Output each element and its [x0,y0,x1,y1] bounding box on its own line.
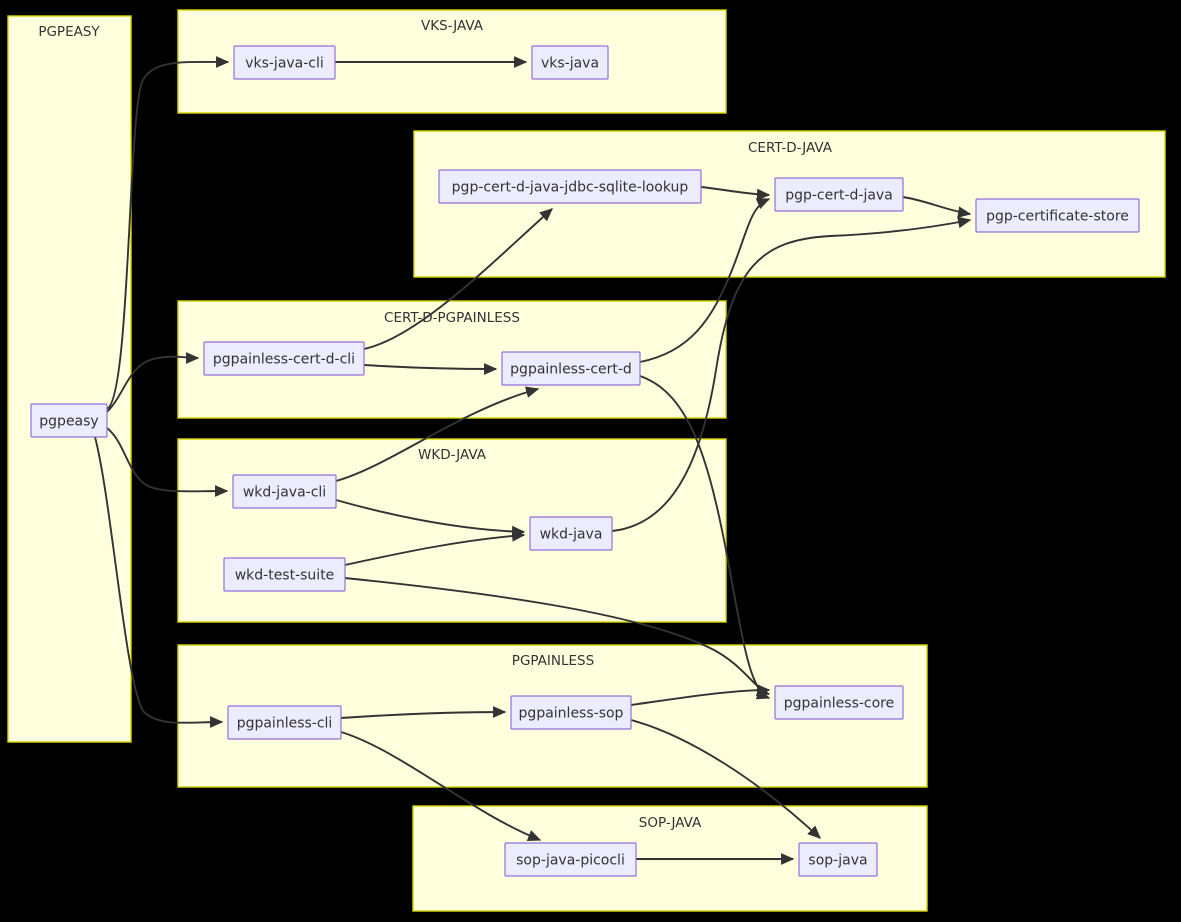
edge-pgpainless_cli-to-sop_java_picocli [340,731,542,841]
cluster-label: CERT-D-JAVA [748,140,833,156]
node-box[interactable] [798,842,878,877]
edge-pgpainless_sop-to-pgpainless_core [630,684,771,706]
node-label: pgpainless-cert-d-cli [213,352,355,368]
node-label: pgp-certificate-store [986,209,1129,225]
node-pgpainless_core[interactable]: pgpainless-core [774,685,904,720]
edge-wkd_java-to-pgp_certificate_store [611,216,972,532]
node-box[interactable] [233,45,336,80]
edge-pgpeasy-to-vks_java_cli [106,56,230,410]
node-box[interactable] [227,705,342,740]
node-pgp_cert_d_java[interactable]: pgp-cert-d-java [774,177,904,212]
cluster-label: VKS-JAVA [421,18,484,34]
node-sop_java_picocli[interactable]: sop-java-picocli [504,842,637,877]
node-box[interactable] [774,685,904,720]
node-vks_java_cli[interactable]: vks-java-cli [233,45,336,80]
cluster-box [7,15,132,743]
node-pgpainless_sop[interactable]: pgpainless-sop [510,695,632,730]
edge-pgpeasy-to-pgpainless_cli [94,436,224,728]
node-label: vks-java-cli [245,56,324,72]
node-sop_java[interactable]: sop-java [798,842,878,877]
node-wkd_java_cli[interactable]: wkd-java-cli [232,474,337,509]
node-box[interactable] [232,474,337,509]
edge-pgpainless_cert_d-to-pgpainless_core [639,375,771,700]
node-pgp_certificate_store[interactable]: pgp-certificate-store [975,198,1140,233]
node-box[interactable] [438,169,702,204]
node-pgp_cert_d_java_jdbc_sqlite_lookup[interactable]: pgp-cert-d-java-jdbc-sqlite-lookup [438,169,702,204]
cluster-label: SOP-JAVA [639,815,702,831]
clusters-layer: PGPEASY VKS-JAVA CERT-D-JAVA CERT-D-PGPAINL… [7,9,1166,912]
node-label: wkd-java-cli [243,485,326,501]
edge-pgpainless_cert_d-to-pgp_cert_d_java [639,198,771,363]
cluster-label: PGPAINLESS [512,653,594,669]
edge-pgpainless_sop-to-sop_java [630,719,821,839]
cluster-wkd_java: WKD-JAVA [177,438,727,623]
node-label: sop-java-picocli [516,853,625,869]
edge-pgpeasy-to-wkd_java_cli [106,427,229,497]
cluster-box [177,438,727,623]
node-label: pgpainless-sop [519,706,624,722]
cluster-label: WKD-JAVA [418,447,487,463]
node-box[interactable] [975,198,1140,233]
node-box[interactable] [223,557,346,592]
node-box[interactable] [774,177,904,212]
node-label: wkd-test-suite [235,568,335,584]
edge-pgp_cert_d_java_jdbc_sqlite_lookup-to-pgp_cert_d_java [700,186,771,201]
edge-wkd_test_suite-to-pgpainless_core [344,577,771,697]
node-label: pgpainless-cert-d [510,362,632,378]
node-box[interactable] [504,842,637,877]
nodes-layer: pgpeasy vks-java-cli vks-java pgp-cert-d-ja… [30,45,1140,877]
node-wkd_test_suite[interactable]: wkd-test-suite [223,557,346,592]
node-vks_java[interactable]: vks-java [531,45,609,80]
node-pgpainless_cert_d[interactable]: pgpainless-cert-d [501,351,641,386]
node-wkd_java[interactable]: wkd-java [529,516,613,551]
node-label: pgp-cert-d-java [785,188,893,204]
edge-pgpainless_cli-to-pgpainless_sop [340,706,507,719]
edge-pgpeasy-to-pgpainless_cert_d_cli [106,352,200,413]
node-box[interactable] [531,45,609,80]
edges-layer [94,56,972,865]
node-box[interactable] [30,403,108,438]
edge-pgpainless_cert_d_cli-to-pgpainless_cert_d [363,363,498,375]
cluster-pgpeasy: PGPEASY [7,15,132,743]
node-box[interactable] [501,351,641,386]
edge-wkd_java_cli-to-wkd_java [335,499,526,538]
node-box[interactable] [510,695,632,730]
node-pgpeasy[interactable]: pgpeasy [30,403,108,438]
edge-wkd_java_cli-to-pgpainless_cert_d [335,386,540,482]
edge-pgpainless_cert_d_cli-to-pgp_cert_d_java_jdbc_sqlite_lookup [363,208,553,350]
node-label: sop-java [808,853,867,869]
node-box[interactable] [203,341,365,376]
node-box[interactable] [529,516,613,551]
cluster-label: PGPEASY [38,24,100,40]
node-pgpainless_cert_d_cli[interactable]: pgpainless-cert-d-cli [203,341,365,376]
node-label: vks-java [541,56,599,72]
node-pgpainless_cli[interactable]: pgpainless-cli [227,705,342,740]
edge-wkd_test_suite-to-wkd_java [344,530,526,566]
node-label: pgpainless-cli [237,716,333,732]
node-label: pgpainless-core [784,696,894,712]
node-label: pgp-cert-d-java-jdbc-sqlite-lookup [452,180,689,196]
node-label: wkd-java [540,527,603,543]
node-label: pgpeasy [39,414,98,430]
edge-pgp_cert_d_java-to-pgp_certificate_store [902,196,972,218]
cluster-label: CERT-D-PGPAINLESS [384,310,520,326]
